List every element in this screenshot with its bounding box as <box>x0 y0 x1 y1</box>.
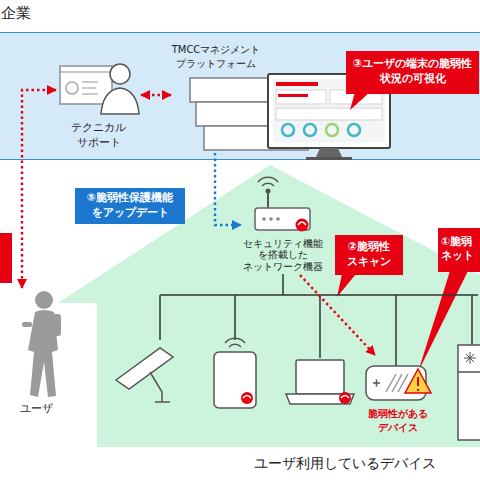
house-shape <box>58 165 480 447</box>
callout-fragment <box>0 233 12 283</box>
user-node: ユーザ <box>5 288 67 420</box>
dotted-arrow <box>215 153 241 225</box>
dotted-arrow <box>22 90 56 288</box>
callout-box: ⑤脆弱性保護機能 をアップデート <box>75 188 185 224</box>
callout-box: ②脆弱性 スキャン <box>335 235 403 275</box>
support-node: テクニカル サポート <box>56 61 141 149</box>
node-label: セキュリティ機能 を搭載した ネットワーク機器 <box>241 238 325 272</box>
dotted-arrow <box>141 94 171 96</box>
organisation-band: 企業テクニカル サポートTMCCマネジメント プラットフォーム③ユーザの端末の脆… <box>0 32 480 160</box>
user-figure <box>22 291 61 397</box>
dotted-arrow <box>300 275 375 355</box>
node-label: ③ユーザの端末の脆弱性 状況の可視化 <box>346 57 479 87</box>
callout-box: ③ユーザの端末の脆弱性 状況の可視化 <box>346 51 479 94</box>
router-node: セキュリティ機能 を搭載した ネットワーク機器 <box>241 183 325 275</box>
device-node: 脆弱性がある デバイス <box>360 355 435 435</box>
node-label: ⑤脆弱性保護機能 をアップデート <box>75 191 185 221</box>
node-label: テクニカル サポート <box>56 121 141 151</box>
node-label: ①脆弱 ネット <box>441 234 480 262</box>
platform-node: TMCCマネジメント プラットフォーム <box>171 41 311 153</box>
node-label: ②脆弱性 スキャン <box>335 240 403 270</box>
node-label: 脆弱性がある デバイス <box>360 407 435 434</box>
node-label: TMCCマネジメント プラットフォーム <box>166 43 266 70</box>
node-label: ユーザ利用しているデバイス <box>220 454 470 473</box>
node-label: 企業 <box>1 3 81 23</box>
node-label: ユーザ <box>5 402 67 417</box>
callout-box: ①脆弱 ネット <box>438 228 480 272</box>
